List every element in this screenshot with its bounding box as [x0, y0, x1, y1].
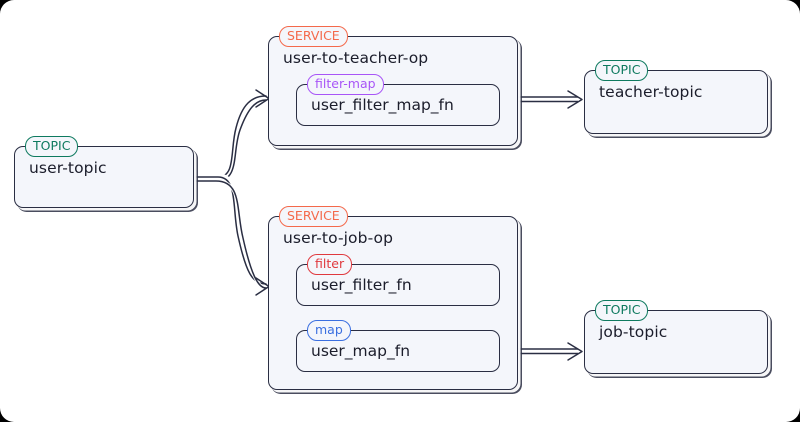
- operator-function-label: user_filter_fn: [311, 276, 412, 294]
- operator-function-label: user_map_fn: [311, 342, 411, 360]
- edge-job-op-to-job-topic: [518, 342, 583, 361]
- node-topic-job-topic[interactable]: TOPIC job-topic: [584, 300, 768, 374]
- node-title: user-to-job-op: [283, 229, 394, 247]
- node-title: teacher-topic: [599, 83, 703, 101]
- node-operator-map[interactable]: map user_map_fn: [296, 320, 500, 372]
- badge-service: SERVICE: [279, 206, 348, 227]
- node-topic-user-topic[interactable]: TOPIC user-topic: [14, 136, 194, 208]
- node-topic-teacher-topic[interactable]: TOPIC teacher-topic: [584, 60, 768, 134]
- edge-user-topic-to-job-op: [190, 173, 270, 296]
- node-operator-filter-map[interactable]: filter-map user_filter_map_fn: [296, 74, 500, 126]
- badge-filter: filter: [307, 254, 353, 275]
- edge-user-topic-to-teacher-op: [190, 89, 270, 183]
- node-title: user-topic: [29, 159, 107, 177]
- badge-filter-map: filter-map: [307, 74, 384, 95]
- badge-topic: TOPIC: [595, 60, 649, 81]
- badge-topic: TOPIC: [25, 136, 79, 157]
- node-title: user-to-teacher-op: [283, 49, 429, 67]
- edge-teacher-op-to-teacher-topic: [518, 90, 583, 109]
- operator-function-label: user_filter_map_fn: [311, 96, 454, 114]
- node-operator-filter[interactable]: filter user_filter_fn: [296, 254, 500, 306]
- node-title: job-topic: [599, 323, 668, 341]
- badge-map: map: [307, 320, 351, 341]
- badge-service: SERVICE: [279, 26, 348, 47]
- badge-topic: TOPIC: [595, 300, 649, 321]
